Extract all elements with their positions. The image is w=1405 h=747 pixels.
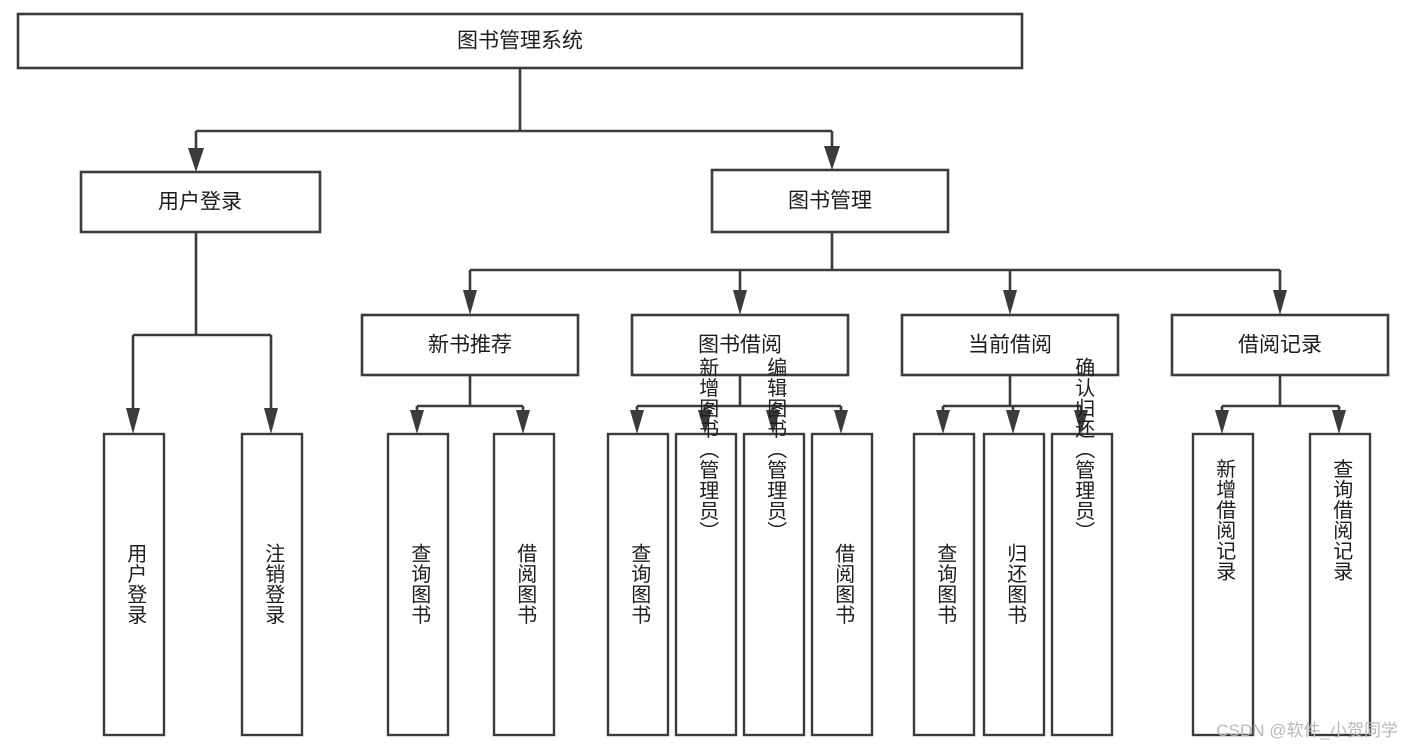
node-leaf-add-book-label: 新增图书（管理员） bbox=[696, 356, 719, 541]
node-leaf-user-login-label: 用户登录 bbox=[124, 543, 147, 625]
node-leaf-logout-login[interactable]: 注销登录 bbox=[240, 432, 304, 737]
node-leaf-user-login-box[interactable] bbox=[102, 432, 166, 737]
arrowhead-leaf-edit-book bbox=[766, 410, 780, 434]
node-book-borrow-box[interactable] bbox=[630, 313, 850, 377]
node-borrow-record-label: 借阅记录 bbox=[1238, 334, 1322, 357]
node-leaf-borrow-book-2-label: 借阅图书 bbox=[832, 543, 855, 625]
arrowhead-leaf-return-book bbox=[1006, 410, 1020, 434]
node-leaf-query-book-3[interactable]: 查询图书 bbox=[912, 432, 976, 737]
node-root-label: 图书管理系统 bbox=[457, 30, 583, 53]
node-current-borrow-box[interactable] bbox=[900, 313, 1120, 377]
node-leaf-edit-book[interactable]: 编辑图书（管理员） bbox=[742, 356, 806, 737]
node-book-borrow-label: 图书借阅 bbox=[698, 334, 782, 357]
node-leaf-logout-login-label: 注销登录 bbox=[262, 543, 285, 625]
arrowhead-user-login bbox=[188, 148, 204, 172]
node-leaf-query-book-1[interactable]: 查询图书 bbox=[386, 432, 450, 737]
node-leaf-confirm-return[interactable]: 确认归还（管理员） bbox=[1050, 356, 1114, 737]
node-leaf-query-record-box[interactable] bbox=[1308, 432, 1372, 737]
node-new-book-recommend-label: 新书推荐 bbox=[428, 334, 512, 357]
node-leaf-query-record-label: 查询借阅记录 bbox=[1330, 458, 1353, 581]
node-current-borrow[interactable]: 当前借阅 bbox=[900, 313, 1120, 377]
node-leaf-query-book-1-box[interactable] bbox=[386, 432, 450, 737]
arrowhead-leaf-logout-login bbox=[264, 408, 278, 434]
arrowhead-leaf-borrow-book-2 bbox=[834, 410, 848, 434]
node-root-box[interactable] bbox=[16, 12, 1024, 70]
node-leaf-return-book[interactable]: 归还图书 bbox=[982, 432, 1046, 737]
arrowhead-borrow-record bbox=[1273, 290, 1287, 315]
node-leaf-borrow-book-1[interactable]: 借阅图书 bbox=[492, 432, 556, 737]
node-new-book-recommend-box[interactable] bbox=[360, 313, 580, 377]
node-leaf-confirm-return-label: 确认归还（管理员） bbox=[1072, 356, 1095, 541]
node-leaf-add-book-box[interactable] bbox=[674, 432, 738, 737]
node-leaf-add-record[interactable]: 新增借阅记录 bbox=[1191, 432, 1255, 737]
node-user-login[interactable]: 用户登录 bbox=[79, 170, 322, 234]
arrowhead-leaf-user-login bbox=[126, 408, 140, 434]
node-root[interactable]: 图书管理系统 bbox=[16, 12, 1024, 70]
node-leaf-return-book-box[interactable] bbox=[982, 432, 1046, 737]
node-leaf-query-book-3-box[interactable] bbox=[912, 432, 976, 737]
node-leaf-borrow-book-2-box[interactable] bbox=[810, 432, 874, 737]
node-leaf-edit-book-label: 编辑图书（管理员） bbox=[764, 356, 787, 541]
node-user-login-label: 用户登录 bbox=[158, 191, 242, 214]
arrowhead-leaf-confirm-return bbox=[1074, 410, 1088, 434]
node-current-borrow-label: 当前借阅 bbox=[968, 334, 1052, 357]
node-leaf-confirm-return-box[interactable] bbox=[1050, 432, 1114, 737]
arrowhead-leaf-query-book-2 bbox=[630, 410, 644, 434]
node-leaf-add-book[interactable]: 新增图书（管理员） bbox=[674, 356, 738, 737]
node-leaf-query-book-3-label: 查询图书 bbox=[934, 543, 957, 625]
connector-layer bbox=[126, 68, 1346, 434]
node-leaf-borrow-book-1-label: 借阅图书 bbox=[514, 543, 537, 625]
node-leaf-query-book-1-label: 查询图书 bbox=[408, 543, 431, 625]
node-leaf-add-record-box[interactable] bbox=[1191, 432, 1255, 737]
node-leaf-query-record[interactable]: 查询借阅记录 bbox=[1308, 432, 1372, 737]
arrowhead-book-management bbox=[824, 146, 840, 170]
node-borrow-record[interactable]: 借阅记录 bbox=[1170, 313, 1390, 377]
node-book-borrow[interactable]: 图书借阅 bbox=[630, 313, 850, 377]
node-leaf-query-book-2-label: 查询图书 bbox=[628, 543, 651, 625]
arrowhead-leaf-query-book-1 bbox=[410, 410, 424, 434]
node-leaf-query-book-2-box[interactable] bbox=[606, 432, 670, 737]
watermark-label: CSDN @软件_小贺同学 bbox=[1216, 721, 1398, 740]
node-book-management[interactable]: 图书管理 bbox=[710, 168, 950, 234]
node-leaf-logout-login-box[interactable] bbox=[240, 432, 304, 737]
arrowhead-leaf-query-record bbox=[1332, 410, 1346, 434]
node-user-login-box[interactable] bbox=[79, 170, 322, 234]
node-leaf-return-book-label: 归还图书 bbox=[1004, 543, 1027, 625]
node-book-management-label: 图书管理 bbox=[788, 190, 872, 213]
arrowhead-leaf-borrow-book-1 bbox=[516, 410, 530, 434]
node-borrow-record-box[interactable] bbox=[1170, 313, 1390, 377]
node-leaf-add-record-label: 新增借阅记录 bbox=[1213, 458, 1236, 581]
node-book-management-box[interactable] bbox=[710, 168, 950, 234]
arrowhead-new-book-recommend bbox=[463, 290, 477, 315]
node-leaf-borrow-book-1-box[interactable] bbox=[492, 432, 556, 737]
node-leaf-user-login[interactable]: 用户登录 bbox=[102, 432, 166, 737]
arrowhead-leaf-add-record bbox=[1215, 410, 1229, 434]
node-leaf-borrow-book-2[interactable]: 借阅图书 bbox=[810, 432, 874, 737]
node-leaf-edit-book-box[interactable] bbox=[742, 432, 806, 737]
node-new-book-recommend[interactable]: 新书推荐 bbox=[360, 313, 580, 377]
arrowhead-current-borrow bbox=[1003, 290, 1017, 315]
arrowhead-leaf-query-book-3 bbox=[936, 410, 950, 434]
arrowhead-book-borrow bbox=[733, 290, 747, 315]
arrowhead-leaf-add-book bbox=[698, 410, 712, 434]
node-leaf-query-book-2[interactable]: 查询图书 bbox=[606, 432, 670, 737]
